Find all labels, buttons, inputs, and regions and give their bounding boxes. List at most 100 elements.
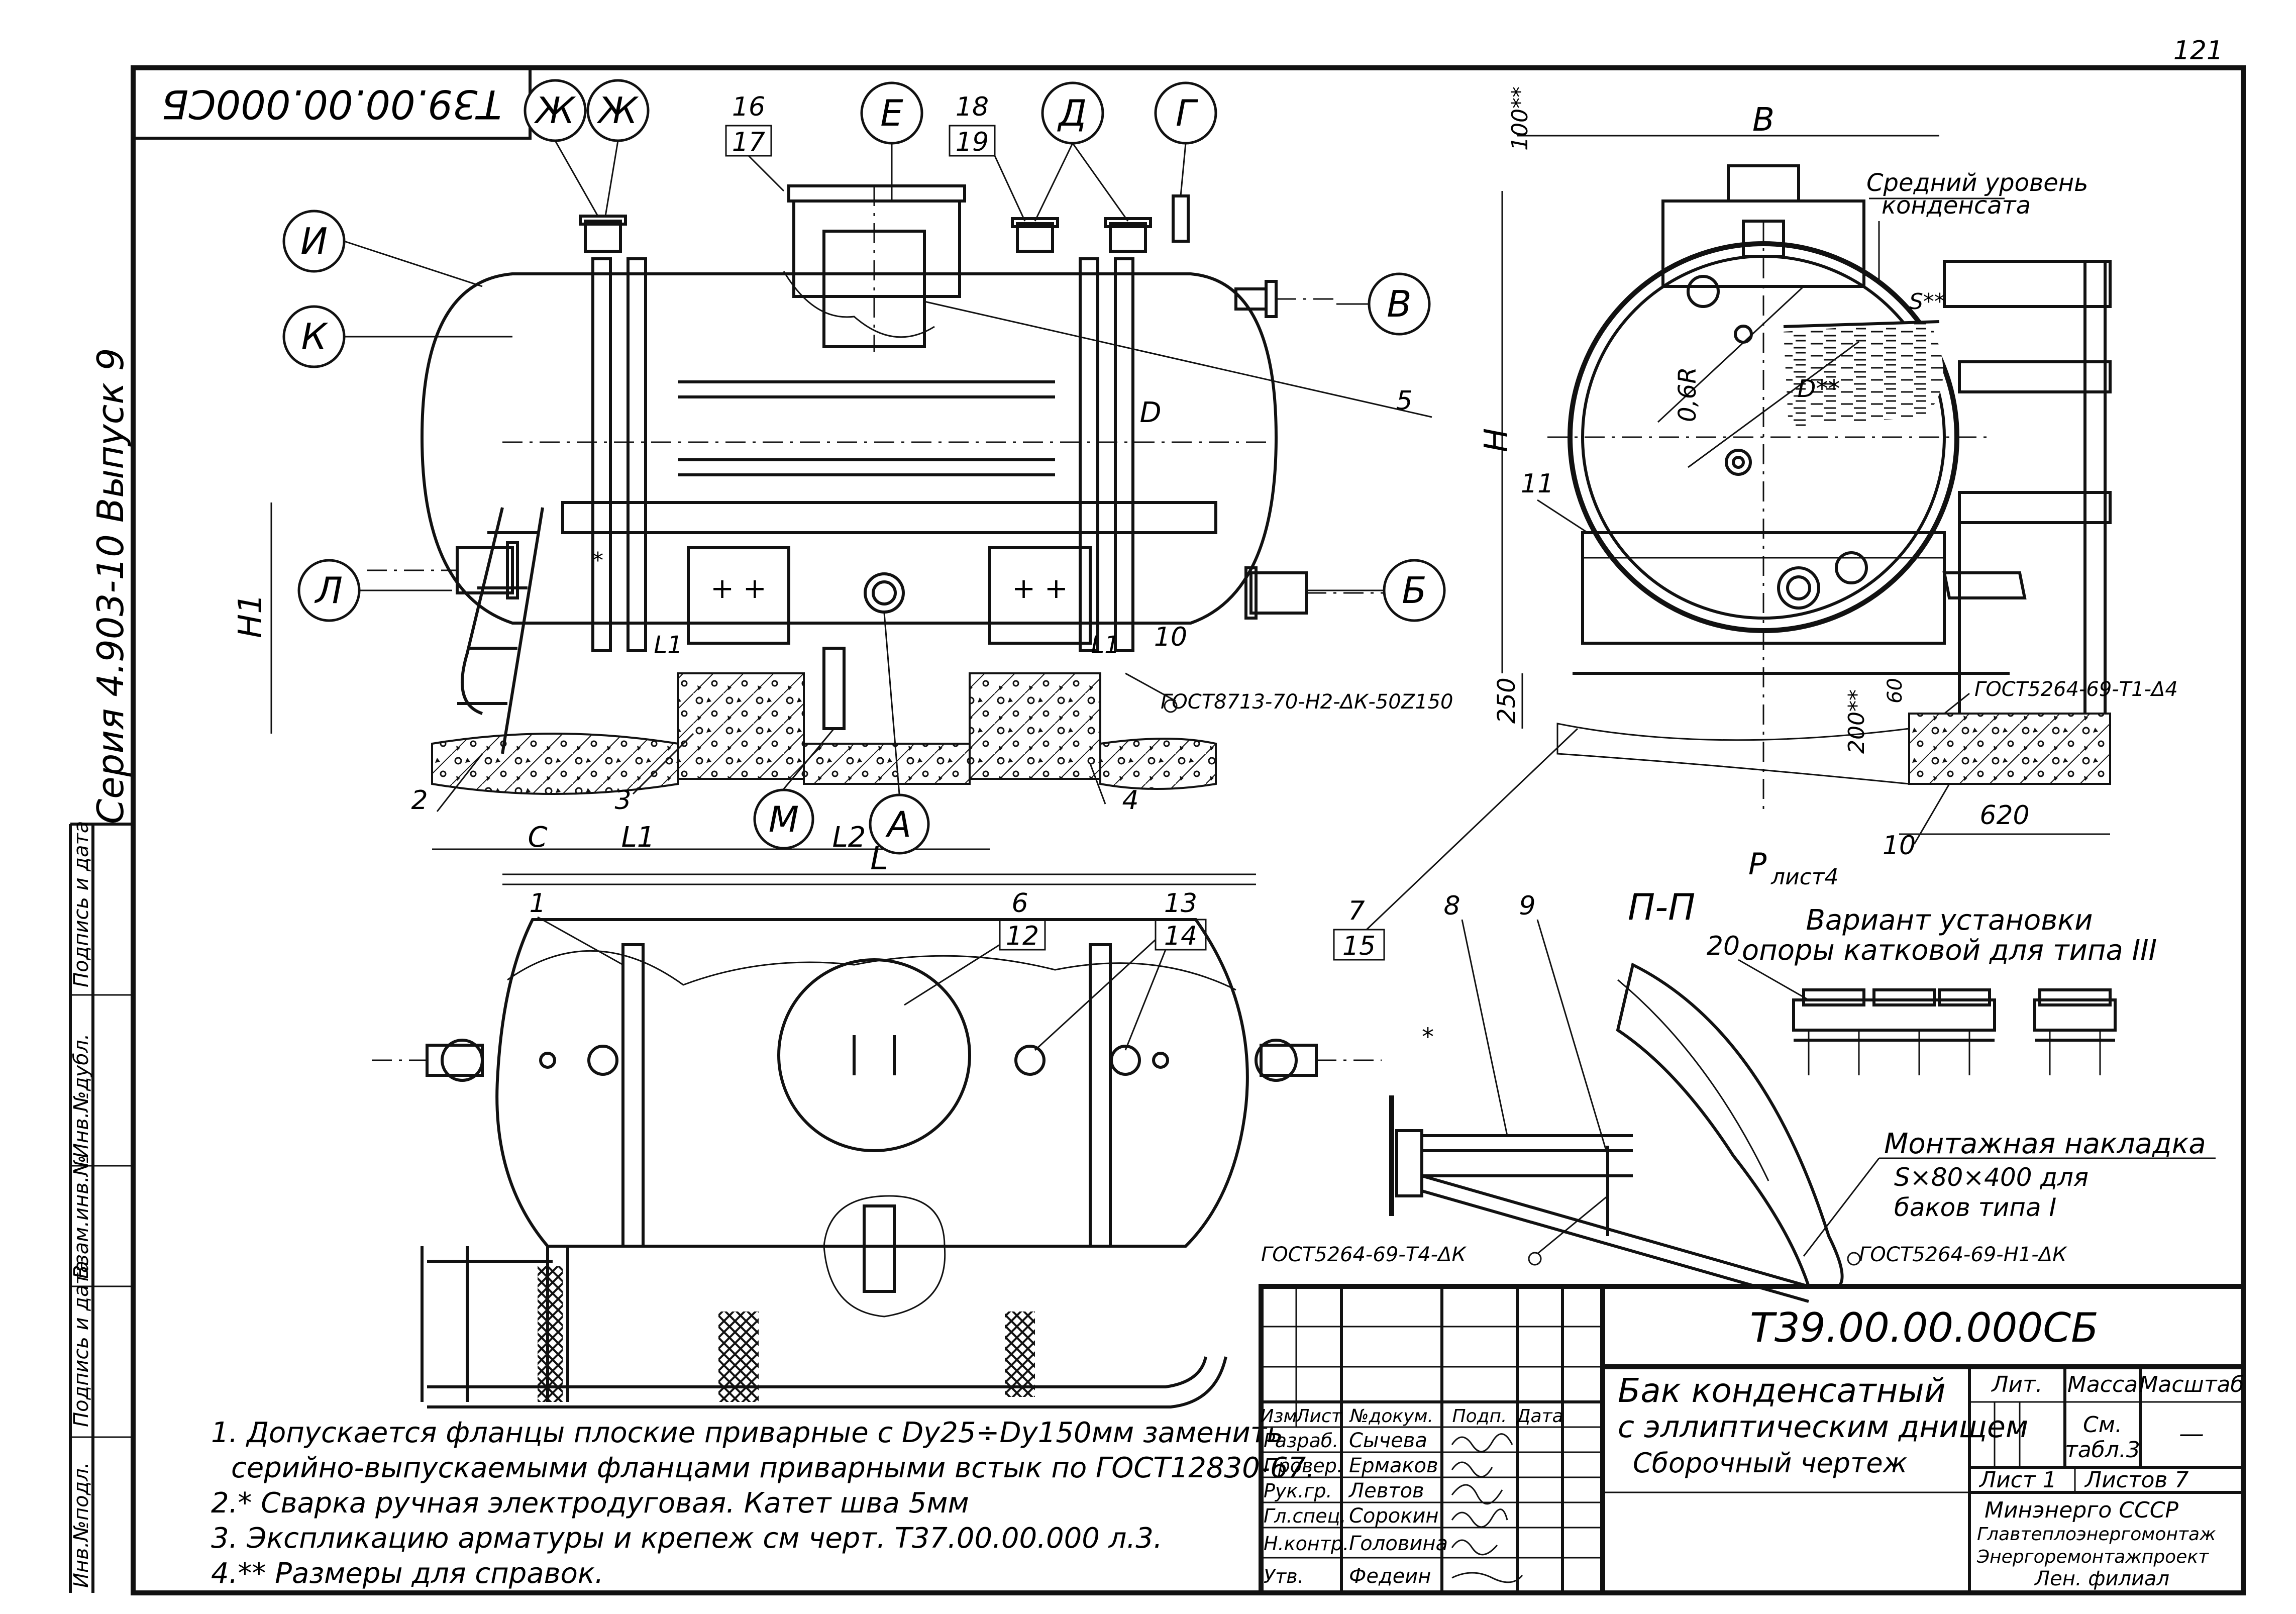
- part-20: 20: [1707, 931, 1740, 961]
- title-name-1: Бак конденсатный: [1618, 1371, 1946, 1410]
- callout-m: М: [753, 788, 814, 850]
- col-podp: Подп.: [1452, 1406, 1507, 1427]
- part-12: 12: [1006, 921, 1039, 951]
- part-18: 18: [956, 92, 989, 122]
- svg-text:И: И: [300, 220, 328, 262]
- title-name-3: Сборочный чертеж: [1633, 1447, 1908, 1479]
- callout-d: Д: [1041, 81, 1104, 145]
- dim-H-side: H: [1478, 428, 1515, 452]
- note-4: 4.** Размеры для справок.: [211, 1557, 604, 1590]
- dim-star-front: *: [592, 548, 603, 573]
- dim-100: 100**: [1507, 86, 1533, 151]
- sig-role-4: Н.контр.: [1264, 1533, 1349, 1555]
- dim-250: 250: [1493, 677, 1521, 724]
- sig-role-2: Рук.гр.: [1264, 1480, 1332, 1502]
- note-3: 3. Экспликацию арматуры и крепеж см черт…: [211, 1522, 1163, 1555]
- svg-text:+ +: + +: [1012, 572, 1068, 605]
- svg-text:К: К: [301, 316, 328, 358]
- svg-text:Ж: Ж: [534, 89, 576, 132]
- dim-L1-front: L1: [621, 821, 655, 854]
- svg-text:Д: Д: [1057, 92, 1087, 134]
- part-1: 1: [529, 888, 546, 919]
- dim-L1-left: L1: [654, 631, 682, 659]
- side-view: [1501, 135, 2112, 835]
- col-data: Дата: [1515, 1406, 1563, 1427]
- svg-text:Ж: Ж: [596, 89, 639, 132]
- svg-text:Б: Б: [1402, 569, 1426, 612]
- mount-note-1: Монтажная накладка: [1884, 1128, 2206, 1160]
- dim-S: S**: [1909, 289, 1945, 315]
- scale-label: Масштаб: [2139, 1372, 2244, 1397]
- weld-note-section-left: ГОСТ5264-69-Т4-ΔК: [1261, 1243, 1467, 1266]
- sig-role-1: Провер.: [1264, 1455, 1343, 1477]
- part-7: 7: [1348, 896, 1365, 926]
- sig-role-5: Утв.: [1264, 1565, 1304, 1587]
- front-view: + + + +: [270, 184, 1387, 875]
- part-4: 4: [1122, 785, 1138, 816]
- callout-a: А: [869, 793, 930, 855]
- part-8: 8: [1443, 891, 1460, 921]
- weld-note-side: ГОСТ5264-69-Т1-Δ4: [1974, 678, 2178, 701]
- callout-zh2: Ж: [586, 79, 650, 142]
- dim-D-side: D**: [1798, 375, 1840, 403]
- part-10-front: 10: [1154, 622, 1187, 652]
- stamp-vzam-inv: Взам.инв.№: [70, 1155, 93, 1279]
- mount-note-2: S×80×400 для: [1894, 1163, 2089, 1192]
- dim-D: D: [1139, 396, 1161, 429]
- sig-name-0: Сычева: [1349, 1429, 1427, 1452]
- section-ref-sheet: лист4: [1770, 864, 1839, 890]
- level-note-1: Средний уровень: [1866, 169, 2088, 197]
- sheets-total: Листов 7: [2084, 1467, 2188, 1493]
- dim-200: 200**: [1844, 689, 1869, 754]
- dim-L1-right: L1: [1091, 631, 1119, 659]
- page-number: 121: [2173, 36, 2223, 66]
- org-3: Энергоремонтажпроект: [1976, 1547, 2209, 1567]
- part-17: 17: [732, 127, 765, 157]
- part-6: 6: [1011, 888, 1028, 919]
- dim-06R: 0,6R: [1674, 367, 1702, 422]
- callout-zh1: Ж: [524, 79, 587, 142]
- callout-i: И: [282, 210, 346, 273]
- part-19: 19: [956, 127, 989, 157]
- title-block: [1259, 1284, 2246, 1595]
- sig-name-3: Сорокин: [1349, 1504, 1439, 1528]
- svg-text:А: А: [885, 804, 911, 845]
- sig-name-1: Ермаков: [1349, 1454, 1438, 1477]
- section-title: П-П: [1628, 886, 1695, 928]
- note-2: 2.* Сварка ручная электродуговая. Катет …: [211, 1487, 969, 1520]
- part-3: 3: [614, 785, 631, 816]
- weld-note-section-right: ГОСТ5264-69-Н1-ΔК: [1859, 1243, 2067, 1266]
- callout-v: В: [1368, 272, 1431, 336]
- mount-note-3: баков типа I: [1894, 1193, 2056, 1222]
- title-name-2: с эллиптическим днищем: [1618, 1409, 2028, 1445]
- dim-60: 60: [1884, 678, 1907, 703]
- tank-shell-front: [420, 272, 1278, 625]
- svg-text:М: М: [769, 799, 799, 840]
- variant-detail: [1792, 988, 2117, 1075]
- part-14: 14: [1164, 921, 1197, 951]
- callout-l: Л: [297, 559, 361, 622]
- dim-star-section: *: [1422, 1023, 1434, 1051]
- org-2: Главтеплоэнергомонтаж: [1977, 1524, 2216, 1545]
- variant-title-1: Вариант установки: [1806, 904, 2093, 937]
- note-1: 1. Допускается фланцы плоские приварные …: [211, 1417, 1283, 1449]
- svg-text:В: В: [1387, 283, 1411, 325]
- dim-B-side: B: [1752, 102, 1775, 139]
- svg-text:Е: Е: [880, 92, 903, 134]
- callout-k: К: [282, 305, 346, 368]
- stamp-podpis-1: Подпись и дата: [70, 1261, 93, 1427]
- dim-L-front: L: [870, 840, 888, 877]
- stamp-inv-dubl: Инв.№дубл.: [70, 1034, 93, 1158]
- svg-text:Г: Г: [1176, 92, 1198, 134]
- mass-value-1: См.: [2083, 1412, 2122, 1438]
- lit-label: Лит.: [1991, 1372, 2042, 1397]
- dim-C: C: [528, 821, 547, 854]
- dim-620: 620: [1979, 800, 2029, 831]
- sig-role-0: Разраб.: [1264, 1430, 1338, 1452]
- sig-name-2: Левтов: [1348, 1479, 1424, 1502]
- series-label: Серия 4.903-10 Выпуск 9: [89, 348, 132, 824]
- org-4: Лен. филиал: [2034, 1567, 2169, 1590]
- col-dokum: №докум.: [1349, 1406, 1433, 1427]
- part-11: 11: [1521, 469, 1554, 499]
